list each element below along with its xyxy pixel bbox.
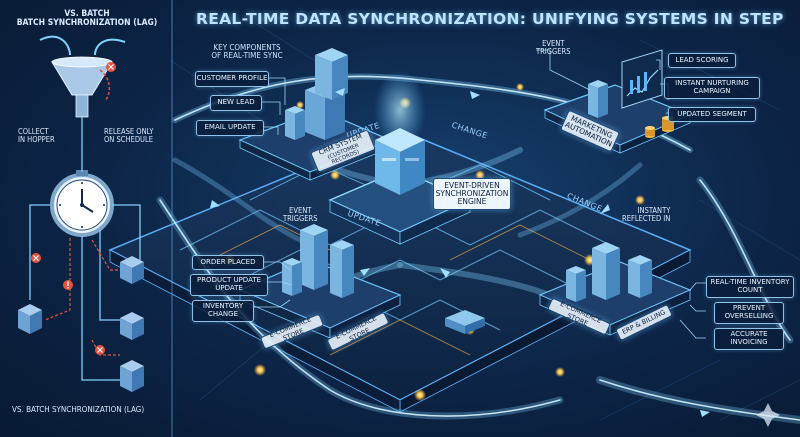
engine-line2: Synchronization (435, 188, 509, 198)
event-triggers-mid: Event Triggers (283, 207, 318, 223)
page-title: Real-Time Data Synchronization: Unifying… (196, 10, 784, 28)
release-label: Release onlY on schedule (104, 128, 154, 144)
ecommerce-platform (238, 224, 402, 339)
input-product-update: Product Update Update (190, 274, 268, 296)
component-connectors (250, 49, 706, 339)
input-order-placed: Order Placed (192, 255, 264, 270)
output-prevent-overselling: Prevent Overselling (714, 302, 784, 324)
collect-label-line1: Collect (18, 127, 49, 136)
engine-line3: Engine (457, 197, 487, 207)
error-markers (31, 62, 116, 355)
collect-label-line2: in hopper (18, 134, 55, 144)
event-triggers-mid-line2: Triggers (283, 213, 318, 223)
output-realtime-inventory: Real-Time Inventory Count (706, 276, 794, 298)
schedule-clock (50, 170, 114, 237)
event-triggers-top-line1: Event (542, 39, 565, 48)
center-chip (445, 310, 485, 334)
batch-hopper (39, 35, 126, 118)
batch-connectors (29, 117, 141, 381)
output-instant-nurturing: Instant Nurturing Campaign (664, 77, 760, 99)
event-triggers-mid-line1: Event (289, 206, 312, 215)
output-updated-segment: Updated Segment (668, 107, 756, 122)
batch-heading-line2: Batch Synchronization (LAG) (16, 17, 158, 28)
key-components-line1: Key Components (213, 43, 281, 52)
release-label-line2: on schedule (104, 134, 153, 144)
input-inventory-change: Inventory Change (192, 300, 254, 322)
output-lead-scoring: Lead Scoring (668, 53, 736, 68)
batch-heading-line1: Vs. Batch (64, 9, 110, 19)
component-customer-profile: Customer Profile (195, 71, 269, 87)
event-triggers-top: Event Triggers (536, 40, 571, 56)
sparkle-icon (756, 403, 780, 427)
component-email-update: Email Update (196, 120, 264, 136)
release-label-line1: Release onlY (104, 127, 154, 136)
batch-heading: Vs. Batch Batch Synchronization (LAG) (12, 10, 162, 28)
component-new-lead: New Lead (210, 95, 262, 111)
engine-line1: Event-Driven (444, 180, 500, 190)
flow-arrows (210, 88, 764, 417)
instantly-line2: Reflected in (622, 213, 671, 223)
key-components-heading: Key Components of Real-Time Sync (188, 43, 306, 61)
collect-label: Collect in hopper (18, 128, 55, 144)
event-triggers-top-line2: Triggers (536, 46, 571, 56)
instantly-line1: Instanty (637, 206, 671, 215)
instantly-reflected-label: Instanty Reflected in (622, 207, 670, 223)
key-components-line2: of Real-Time Sync (211, 51, 283, 61)
batch-footer: Vs. Batch Synchronization (LAG) (12, 405, 145, 414)
output-accurate-invoicing: Accurate Invoicing (714, 328, 784, 350)
batch-servers (18, 256, 144, 392)
engine-label: Event-Driven Synchronization Engine (433, 178, 511, 210)
